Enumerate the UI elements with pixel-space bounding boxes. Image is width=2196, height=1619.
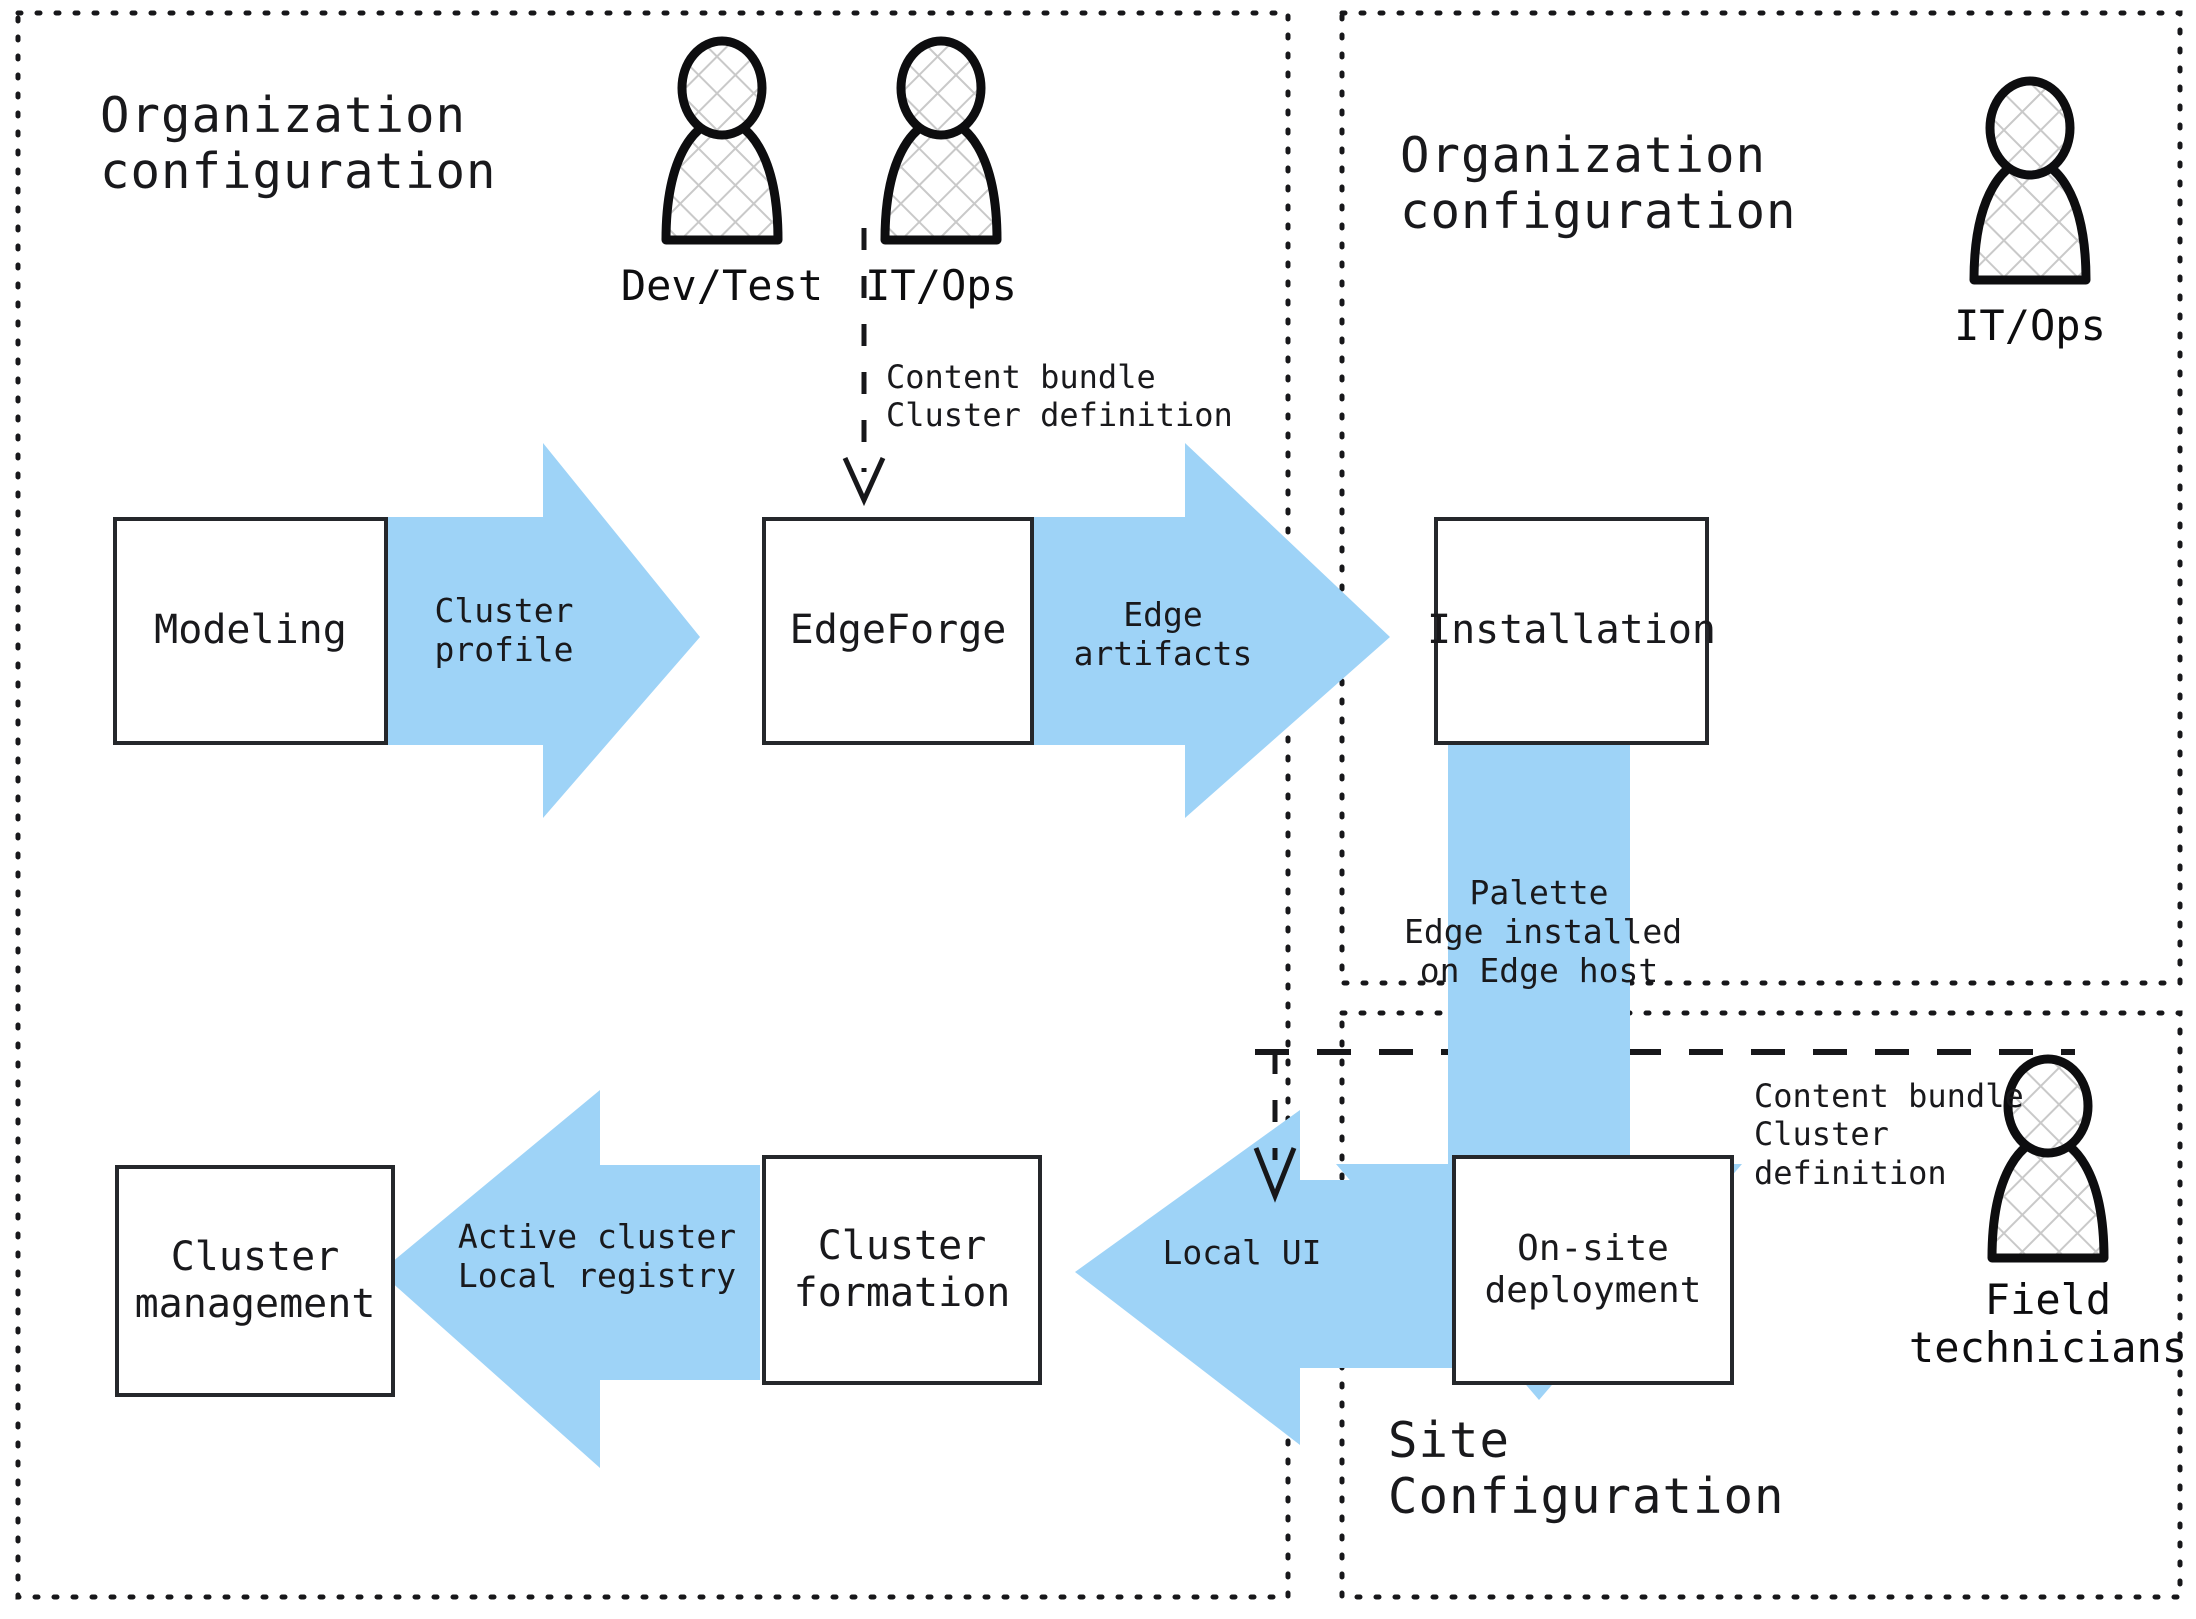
arrow-active-cluster [380,1090,760,1468]
actor-label-field-technicians: Field technicians [1908,1275,2188,1373]
arrow-label-cluster-profile: Cluster profile [434,591,574,669]
node-installation[interactable]: Installation [1427,517,1716,745]
panel-site-border [1339,1010,2183,1600]
arrowhead-content-bundle-bottom [1253,1147,1297,1203]
arrow-cluster-profile [380,443,700,818]
actor-label-it-ops-left: IT/Ops [865,261,1017,310]
node-cluster-formation[interactable]: Cluster formation [762,1155,1042,1385]
person-icon-dev-test [661,36,783,245]
arrow-label-edge-artifacts: Edge artifacts [1073,595,1253,673]
node-modeling[interactable]: Modeling [113,517,388,745]
person-icon-it-ops-left [880,36,1002,245]
panel-title-org-right: Organization configuration [1400,127,1797,241]
arrow-label-local-ui: Local UI [1162,1233,1322,1272]
node-edgeforge[interactable]: EdgeForge [762,517,1034,745]
person-icon-it-ops-right [1969,76,2091,285]
actor-label-it-ops-right: IT/Ops [1954,301,2106,350]
node-on-site-deployment[interactable]: On-site deployment [1452,1155,1734,1385]
arrow-local-ui [1075,1110,1460,1445]
arrow-label-palette-edge: Palette Edge installed on Edge host [1404,873,1683,990]
actor-label-dev-test: Dev/Test [620,261,824,310]
input-label-content-bundle-bottom: Content bundle Cluster definition [1754,1077,2024,1192]
panel-title-org-left: Organization configuration [100,87,497,201]
input-label-content-bundle-top: Content bundle Cluster definition [886,358,1233,435]
node-cluster-management[interactable]: Cluster management [115,1165,395,1397]
panel-title-site: Site Configuration [1388,1412,1785,1526]
person-icon-field-technicians [1987,1054,2109,1263]
panel-org-right-border [1339,10,2183,986]
arrowhead-content-bundle-top [842,456,886,507]
arrow-edge-artifacts [1022,443,1390,818]
arrow-label-active-cluster: Active cluster Local registry [457,1217,737,1295]
